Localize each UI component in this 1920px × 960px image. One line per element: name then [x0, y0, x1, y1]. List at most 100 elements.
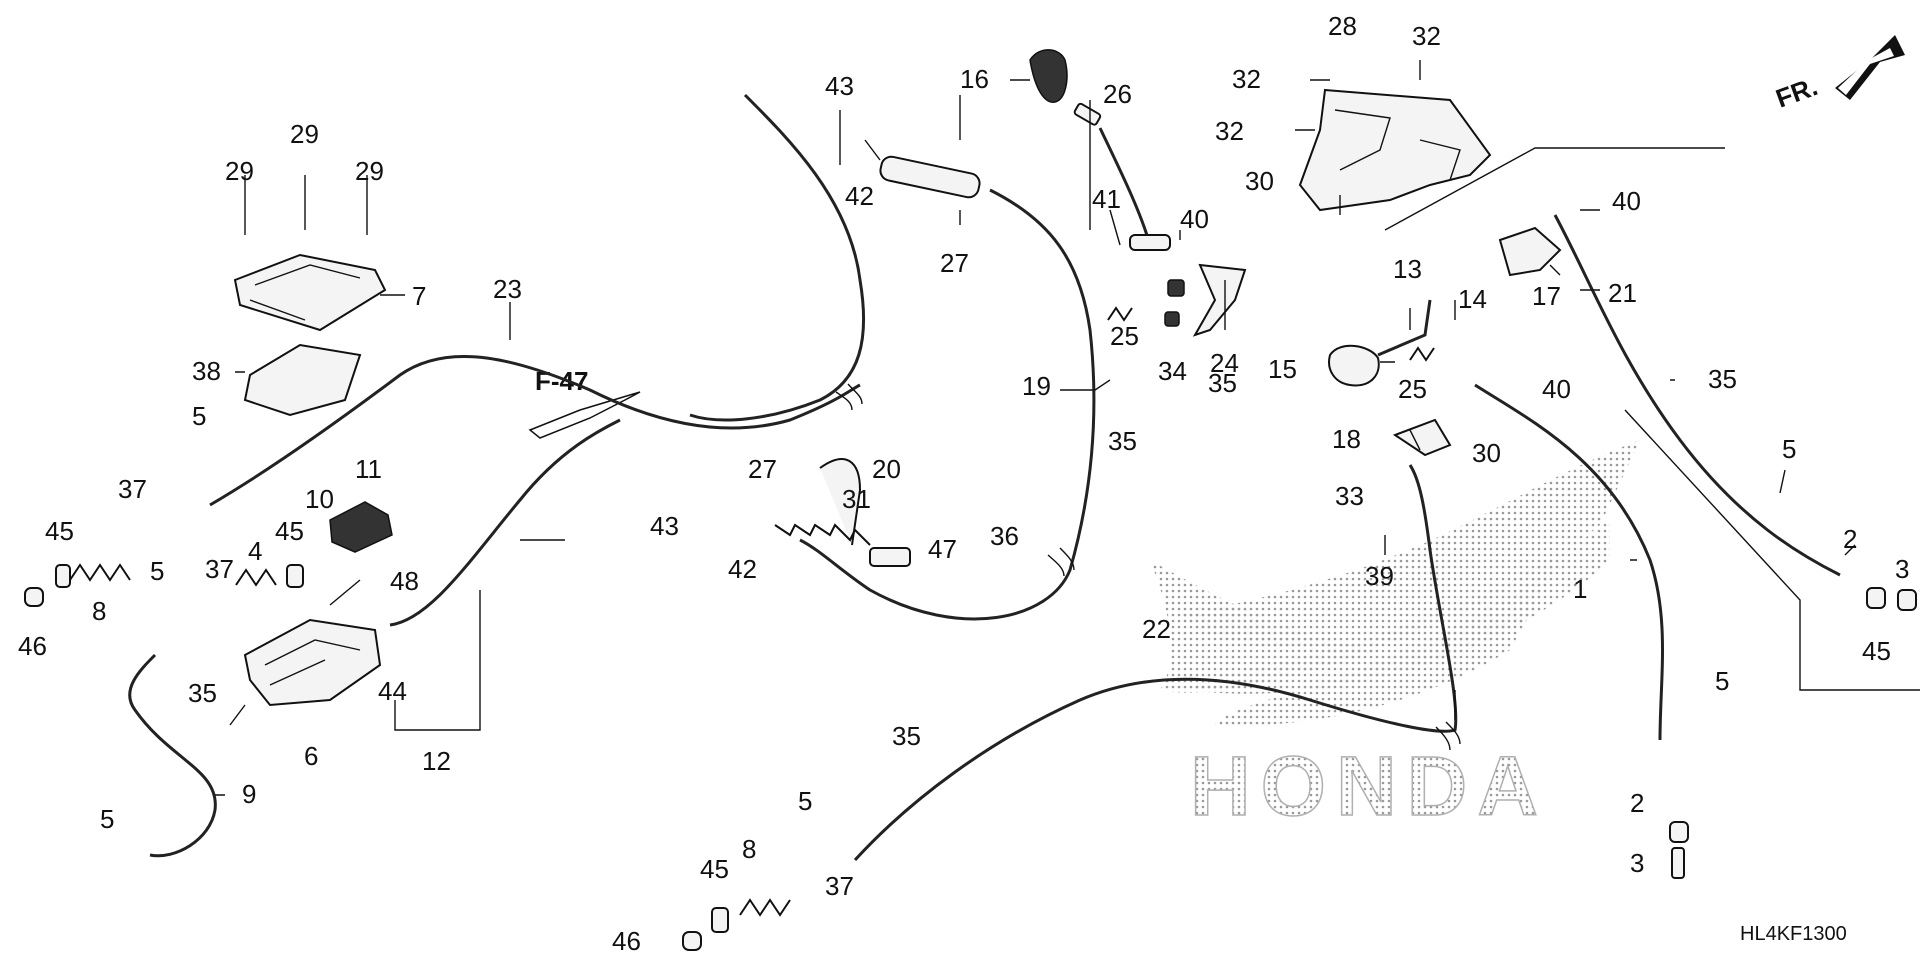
callout-29: 29	[225, 156, 254, 186]
callout-29: 29	[290, 119, 319, 149]
callout-30: 30	[1472, 438, 1501, 468]
subassembly-boundary	[1384, 147, 1920, 691]
reference-arrow-icon	[528, 391, 641, 439]
callout-numbers: 1 2 2 3 3 4 5 5 5 5 5 5 6 7 8 8 9 10 11 …	[18, 11, 1909, 956]
bracket-28	[1298, 88, 1492, 212]
springs	[69, 306, 1435, 917]
callout-12: 12	[422, 746, 451, 776]
callout-39: 39	[1365, 561, 1394, 591]
callout-43: 43	[650, 511, 679, 541]
callout-28: 28	[1328, 11, 1357, 41]
callout-6: 6	[304, 741, 318, 771]
callout-46: 46	[612, 926, 641, 956]
callout-37: 37	[825, 871, 854, 901]
honda-watermark-text: HONDA	[1190, 739, 1548, 833]
callout-4: 4	[248, 536, 262, 566]
callout-8: 8	[92, 596, 106, 626]
callout-44: 44	[378, 676, 407, 706]
callout-11: 11	[355, 454, 382, 484]
callout-21: 21	[1608, 278, 1637, 308]
callout-46: 46	[18, 631, 47, 661]
callout-37: 37	[205, 554, 234, 584]
callout-47: 47	[928, 534, 957, 564]
callout-45: 45	[1862, 636, 1891, 666]
callout-40: 40	[1612, 186, 1641, 216]
callout-5: 5	[1782, 434, 1796, 464]
bracket-18	[1392, 418, 1452, 457]
callout-48: 48	[390, 566, 419, 596]
callout-42: 42	[845, 181, 874, 211]
callout-40: 40	[1180, 204, 1209, 234]
callout-42: 42	[728, 554, 757, 584]
callout-30: 30	[1245, 166, 1274, 196]
knob-15	[1328, 299, 1432, 387]
callout-23: 23	[493, 274, 522, 304]
callout-45: 45	[700, 854, 729, 884]
callout-18: 18	[1332, 424, 1361, 454]
callout-25: 25	[1398, 374, 1427, 404]
callout-43: 43	[825, 71, 854, 101]
callout-5: 5	[1715, 666, 1729, 696]
callout-5: 5	[798, 786, 812, 816]
callout-10: 10	[305, 484, 334, 514]
callout-36: 36	[990, 521, 1019, 551]
callout-19: 19	[1022, 371, 1051, 401]
callout-33: 33	[1335, 481, 1364, 511]
callout-5: 5	[192, 401, 206, 431]
callout-32: 32	[1412, 21, 1441, 51]
holder-11	[329, 501, 393, 553]
callout-13: 13	[1393, 254, 1422, 284]
callout-15: 15	[1268, 354, 1297, 384]
callout-7: 7	[412, 281, 426, 311]
callout-35: 35	[1208, 368, 1237, 398]
callout-2: 2	[1630, 788, 1644, 818]
callout-37: 37	[118, 474, 147, 504]
bracket-17	[1498, 226, 1562, 277]
callout-32: 32	[1215, 116, 1244, 146]
lever-bracket-24	[1164, 263, 1247, 337]
cables	[128, 93, 1841, 862]
callout-35: 35	[892, 721, 921, 751]
callout-29: 29	[355, 156, 384, 186]
cable-housing-27	[879, 155, 981, 199]
callout-3: 3	[1630, 848, 1644, 878]
callout-27: 27	[940, 248, 969, 278]
cable-ends	[24, 564, 1917, 951]
callout-35: 35	[1708, 364, 1737, 394]
callout-35: 35	[188, 678, 217, 708]
callout-25: 25	[1110, 321, 1139, 351]
mounting-base-6	[243, 618, 382, 707]
callout-27: 27	[748, 454, 777, 484]
lever-knob-16	[1029, 49, 1171, 251]
gasket-38	[243, 343, 362, 417]
callout-5: 5	[150, 556, 164, 586]
callout-22: 22	[1142, 614, 1171, 644]
callout-45: 45	[275, 516, 304, 546]
control-box-7	[233, 253, 387, 332]
honda-wing-watermark: HONDA	[1150, 440, 1640, 834]
callout-14: 14	[1458, 284, 1487, 314]
callout-45: 45	[45, 516, 74, 546]
actuator-and-spring-20	[774, 458, 911, 567]
callout-3: 3	[1895, 554, 1909, 584]
callout-31: 31	[842, 484, 871, 514]
callout-17: 17	[1532, 281, 1561, 311]
callout-24: 24	[1210, 348, 1239, 378]
leader-lines	[215, 60, 1856, 796]
front-indicator-label: FR.	[1772, 71, 1822, 114]
cable-break-marks	[835, 383, 1461, 751]
callout-41: 41	[1092, 184, 1121, 214]
callout-16: 16	[960, 64, 989, 94]
front-arrow-icon	[1835, 35, 1905, 100]
callout-32: 32	[1232, 64, 1261, 94]
callout-1: 1	[1573, 574, 1587, 604]
callout-38: 38	[192, 356, 221, 386]
callout-35: 35	[1108, 426, 1137, 456]
callout-34: 34	[1158, 356, 1187, 386]
callout-5: 5	[100, 804, 114, 834]
diagram-code: HL4KF1300	[1740, 923, 1847, 945]
callout-40: 40	[1542, 374, 1571, 404]
callout-26: 26	[1103, 79, 1132, 109]
callout-2: 2	[1843, 524, 1857, 554]
